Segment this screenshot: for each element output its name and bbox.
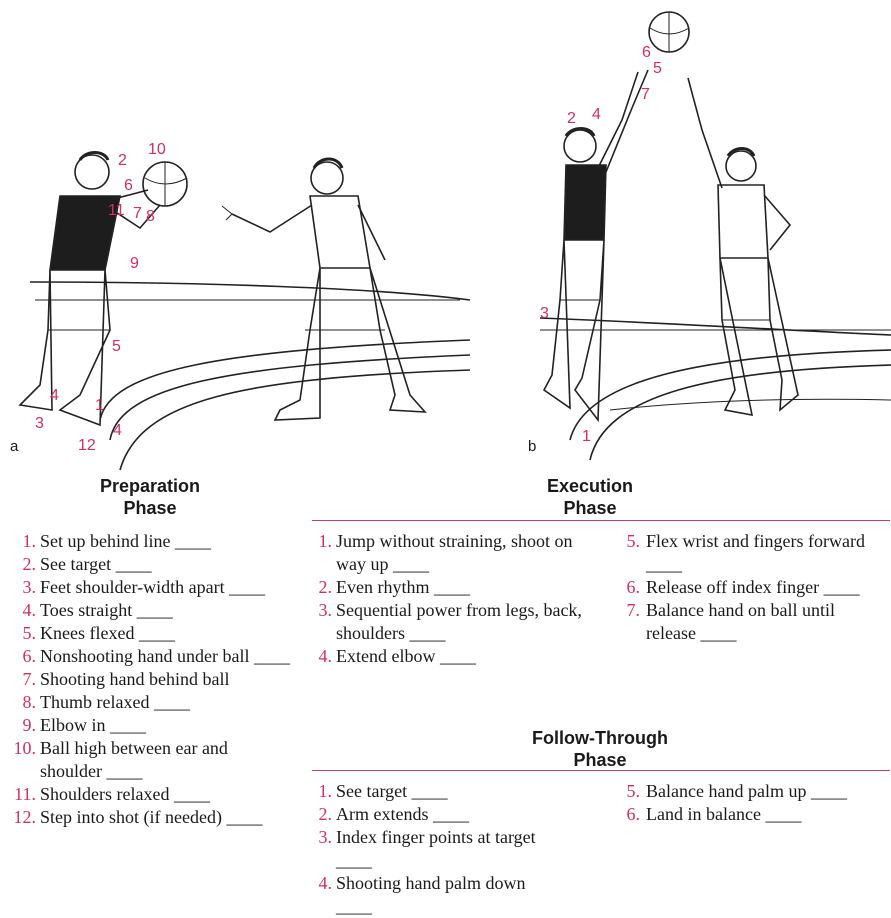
follow-through-heading-line1: Follow-Through: [500, 727, 700, 749]
checklist-item-number: 8.: [2, 691, 36, 714]
checklist-item: 8.Thumb relaxed ____: [2, 691, 294, 714]
checklist-item: 4.Extend elbow ____: [312, 645, 602, 668]
checklist-item-text: Flex wrist and fingers forward ____: [646, 530, 886, 576]
checklist-item-number: 2.: [312, 576, 332, 599]
checklist-item: 4.Shooting hand palm down ____: [312, 872, 552, 918]
checklist-item-number: 6.: [620, 803, 640, 826]
checklist-item-text: Shooting hand palm down ____: [336, 872, 552, 918]
execution-divider: [312, 520, 890, 521]
preparation-heading: Preparation Phase: [70, 475, 230, 519]
checklist-item-number: 4.: [312, 645, 332, 668]
execution-checklist-right: 5. Flex wrist and fingers forward ____ 6. R…: [620, 530, 886, 645]
checklist-item-number: 10.: [2, 737, 36, 760]
checklist-item-text: Elbow in ____: [40, 714, 294, 737]
checklist-item: 3.Sequential power from legs, back, shou…: [312, 599, 602, 645]
checklist-item-text: Release off index finger ____: [646, 576, 886, 599]
checklist-item: 6. Release off index finger ____: [620, 576, 886, 599]
checklist-item-number: 6.: [2, 645, 36, 668]
checklist-item-number: 4.: [2, 599, 36, 622]
callout-label: 3: [540, 305, 549, 323]
follow-through-divider: [312, 770, 890, 771]
checklist-item: 6. Land in balance ____: [620, 803, 886, 826]
checklist-item-text: Arm extends ____: [336, 803, 552, 826]
callout-label: 2: [567, 110, 576, 128]
execution-checklist-left: 1.Jump without straining, shoot on way u…: [312, 530, 602, 668]
checklist-item-text: Balance hand palm up ____: [646, 780, 886, 803]
execution-heading: Execution Phase: [510, 475, 670, 519]
checklist-item: 7.Shooting hand behind ball: [2, 668, 294, 691]
checklist-item: 11.Shoulders relaxed ____: [2, 783, 294, 806]
checklist-item-text: Step into shot (if needed) ____: [40, 806, 294, 829]
checklist-item-number: 5.: [620, 780, 640, 803]
checklist-item-number: 5.: [620, 530, 640, 553]
checklist-item-number: 3.: [2, 576, 36, 599]
callout-label: 7: [641, 86, 650, 104]
checklist-item-text: Land in balance ____: [646, 803, 886, 826]
follow-through-checklist-left: 1.See target ____2.Arm extends ____3.Ind…: [312, 780, 552, 918]
checklist-item-text: Sequential power from legs, back, should…: [336, 599, 602, 645]
checklist-item-text: Jump without straining, shoot on way up …: [336, 530, 602, 576]
checklist-item-text: See target ____: [40, 553, 294, 576]
checklist-item-text: Shooting hand behind ball: [40, 668, 294, 691]
checklist-item-text: Even rhythm ____: [336, 576, 602, 599]
checklist-item-number: 5.: [2, 622, 36, 645]
callout-label: 5: [653, 60, 662, 78]
checklist-item: 3.Feet shoulder-width apart ____: [2, 576, 294, 599]
checklist-item: 1.See target ____: [312, 780, 552, 803]
checklist-item-number: 11.: [2, 783, 36, 806]
checklist-item: 12.Step into shot (if needed) ____: [2, 806, 294, 829]
checklist-item: 2.Even rhythm ____: [312, 576, 602, 599]
checklist-item: 5.Knees flexed ____: [2, 622, 294, 645]
callout-label: 6: [642, 44, 651, 62]
checklist-item: 3.Index finger points at target ____: [312, 826, 552, 872]
checklist-item: 9.Elbow in ____: [2, 714, 294, 737]
follow-through-heading-line2: Phase: [500, 749, 700, 771]
checklist-item-text: Toes straight ____: [40, 599, 294, 622]
callout-label: 4: [592, 106, 601, 124]
checklist-item-number: 12.: [2, 806, 36, 829]
checklist-item: 6.Nonshooting hand under ball ____: [2, 645, 294, 668]
checklist-item: 1.Set up behind line ____: [2, 530, 294, 553]
checklist-item-number: 1.: [312, 530, 332, 553]
checklist-item-text: Balance hand on ball until release ____: [646, 599, 886, 645]
checklist-item-text: Set up behind line ____: [40, 530, 294, 553]
checklist-item-number: 1.: [2, 530, 36, 553]
checklist-item-text: Index finger points at target ____: [336, 826, 552, 872]
checklist-item: 2.See target ____: [2, 553, 294, 576]
checklist-item-text: Extend elbow ____: [336, 645, 602, 668]
execution-heading-line1: Execution: [510, 475, 670, 497]
checklist-item-number: 6.: [620, 576, 640, 599]
checklist-item-number: 7.: [620, 599, 640, 622]
checklist-item: 1.Jump without straining, shoot on way u…: [312, 530, 602, 576]
checklist-item-text: Ball high between ear and shoulder ____: [40, 737, 294, 783]
checklist-item-number: 3.: [312, 826, 332, 849]
checklist-item: 5. Balance hand palm up ____: [620, 780, 886, 803]
preparation-heading-line2: Phase: [70, 497, 230, 519]
checklist-item-text: Thumb relaxed ____: [40, 691, 294, 714]
checklist-item-number: 2.: [2, 553, 36, 576]
checklist-item: 10.Ball high between ear and shoulder __…: [2, 737, 294, 783]
checklist-item: 4.Toes straight ____: [2, 599, 294, 622]
checklist-item-text: Feet shoulder-width apart ____: [40, 576, 294, 599]
preparation-checklist: 1.Set up behind line ____2.See target __…: [2, 530, 294, 829]
checklist-item-number: 7.: [2, 668, 36, 691]
follow-through-checklist-right: 5. Balance hand palm up ____ 6. Land in bal…: [620, 780, 886, 826]
checklist-item-text: Shoulders relaxed ____: [40, 783, 294, 806]
checklist-item: 7. Balance hand on ball until release ___…: [620, 599, 886, 645]
checklist-item-number: 1.: [312, 780, 332, 803]
checklist-item-number: 9.: [2, 714, 36, 737]
preparation-heading-line1: Preparation: [70, 475, 230, 497]
panel-letter-b: b: [528, 438, 536, 455]
checklist-item: 2.Arm extends ____: [312, 803, 552, 826]
execution-heading-line2: Phase: [510, 497, 670, 519]
callout-label: 1: [582, 428, 591, 446]
checklist-item-text: Knees flexed ____: [40, 622, 294, 645]
follow-through-heading: Follow-Through Phase: [500, 727, 700, 771]
checklist-item-number: 2.: [312, 803, 332, 826]
checklist-item-number: 3.: [312, 599, 332, 622]
checklist-item-number: 4.: [312, 872, 332, 895]
checklist-item-text: Nonshooting hand under ball ____: [40, 645, 294, 668]
checklist-item: 5. Flex wrist and fingers forward ____: [620, 530, 886, 576]
checklist-item-text: See target ____: [336, 780, 552, 803]
